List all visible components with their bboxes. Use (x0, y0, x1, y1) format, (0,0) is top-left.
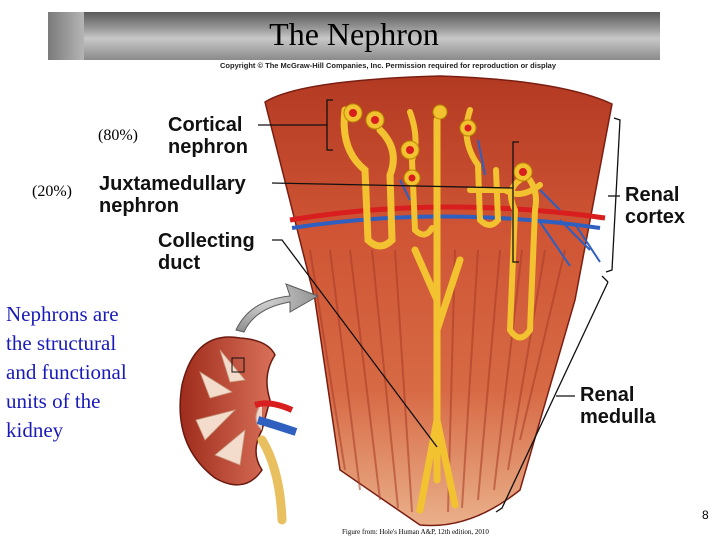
cortex-bracket (605, 117, 621, 273)
cortical-percent: (80%) (98, 127, 138, 144)
juxta-bracket (512, 141, 519, 263)
cortical-nephron-loop (340, 106, 397, 250)
page-number: 8 (702, 508, 709, 522)
ureter (257, 435, 287, 525)
juxta-line1: Juxtamedullary (99, 173, 246, 195)
cortex-line2: cortex (625, 206, 686, 228)
arcuate-artery (289, 204, 606, 223)
copyright-notice: Copyright © The McGraw-Hill Companies, I… (220, 61, 556, 70)
collecting-duct-label: Collecting duct (158, 230, 255, 274)
cortical-nephron-label: Cortical nephron (168, 114, 248, 158)
figure-credit: Figure from: Hole's Human A&P, 12th edit… (342, 528, 489, 536)
collecting-line1: Collecting (158, 230, 255, 252)
title-bar (48, 12, 660, 60)
medulla-line2: medulla (580, 406, 656, 428)
renal-medulla-label: Renal medulla (580, 384, 656, 428)
medulla-striations (309, 249, 566, 513)
notes-line-2: the structural (6, 331, 117, 355)
slide-title: The Nephron (269, 16, 439, 52)
cortical-line2: nephron (168, 136, 248, 158)
juxta-percent: (20%) (32, 183, 72, 200)
zoom-arrow (235, 283, 320, 333)
notes-line-5: kidney (6, 418, 64, 442)
notes-line-4: units of the (6, 389, 101, 413)
juxtamedullary-nephron-label: Juxtamedullary nephron (99, 173, 246, 217)
title-bar-bevel (48, 12, 84, 60)
juxta-line2: nephron (99, 195, 179, 217)
medulla-line1: Renal (580, 384, 635, 406)
cortex-line1: Renal (625, 184, 680, 206)
medulla-bracket (495, 281, 609, 513)
arcuate-vein (291, 214, 601, 230)
notes-line-1: Nephrons are (6, 302, 119, 326)
cortical-line1: Cortical (168, 114, 243, 136)
renal-artery (254, 400, 294, 413)
notes-line-3: and functional (6, 360, 127, 384)
notes-text: Nephrons are the structural and function… (6, 300, 166, 445)
renal-cortex-label: Renal cortex (625, 184, 685, 228)
renal-vein (256, 416, 298, 436)
collecting-duct (411, 116, 464, 514)
collecting-line2: duct (158, 252, 201, 274)
